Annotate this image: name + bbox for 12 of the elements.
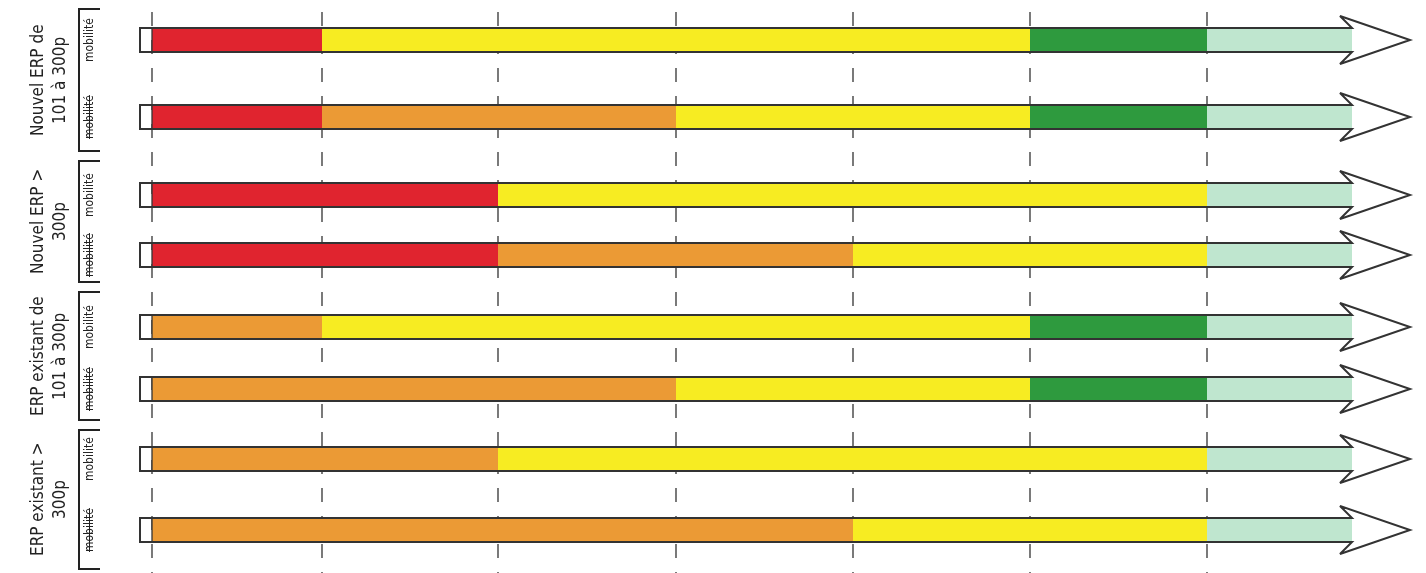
row-label: mobilité xyxy=(82,500,96,560)
row-label: mobilité xyxy=(82,87,96,147)
row-label: mobilité xyxy=(82,10,96,70)
row-label: mobilité xyxy=(82,225,96,285)
row-label: mobilité xyxy=(82,297,96,357)
row-group-heading: ERP existant de 101 à 300p xyxy=(26,295,70,418)
row-label: mobilité xyxy=(82,359,96,419)
row-group-heading: ERP existant > 300p xyxy=(26,441,70,559)
row-label: mobilité xyxy=(82,429,96,489)
row-group-heading: Nouvel ERP de 101 à 300p xyxy=(26,23,70,138)
row-label: mobilité xyxy=(82,165,96,225)
row-group-heading: Nouvel ERP > 300p xyxy=(26,167,70,277)
